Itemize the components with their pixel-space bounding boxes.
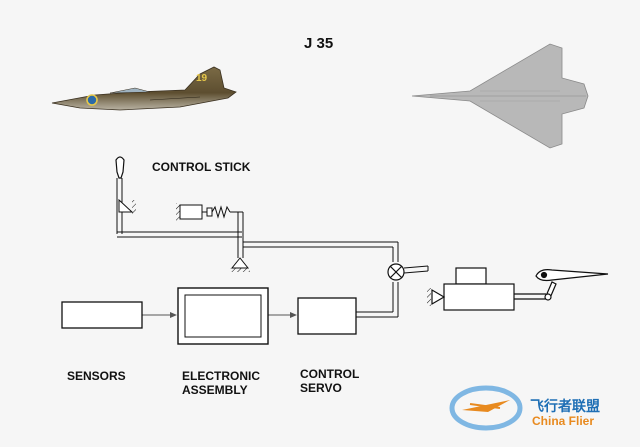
aircraft-top-view: [411, 43, 589, 149]
label-control-servo-line2: SERVO: [300, 381, 342, 395]
pivot-bellcrank: [230, 257, 250, 272]
label-electronic-assembly-line1: ELECTRONIC: [182, 369, 260, 383]
aircraft-marking: 19: [196, 73, 208, 84]
control-servo-box: [297, 297, 357, 335]
aircraft-side-view: [51, 66, 237, 111]
spring-damper: [176, 203, 231, 221]
control-surface: [535, 269, 609, 282]
label-electronic-assembly-line2: ASSEMBLY: [182, 383, 248, 397]
watermark-logo: [449, 385, 523, 431]
label-sensors: SENSORS: [67, 369, 126, 383]
electronic-assembly-box: [177, 287, 269, 345]
control-stick: [115, 156, 125, 179]
sensors-box: [61, 301, 143, 329]
summing-junction: [387, 263, 405, 281]
watermark-text-cn: 飞行者联盟: [530, 398, 600, 414]
label-control-stick: CONTROL STICK: [152, 160, 251, 174]
hydraulic-actuator: [427, 267, 557, 311]
watermark-text-en: China Flier: [532, 414, 595, 428]
mechanical-linkage: [116, 178, 429, 318]
pivot-stick: [118, 198, 136, 214]
diagram-title: J 35: [304, 35, 334, 52]
label-control-servo-line1: CONTROL: [300, 367, 360, 381]
signal-lines: [142, 312, 297, 318]
